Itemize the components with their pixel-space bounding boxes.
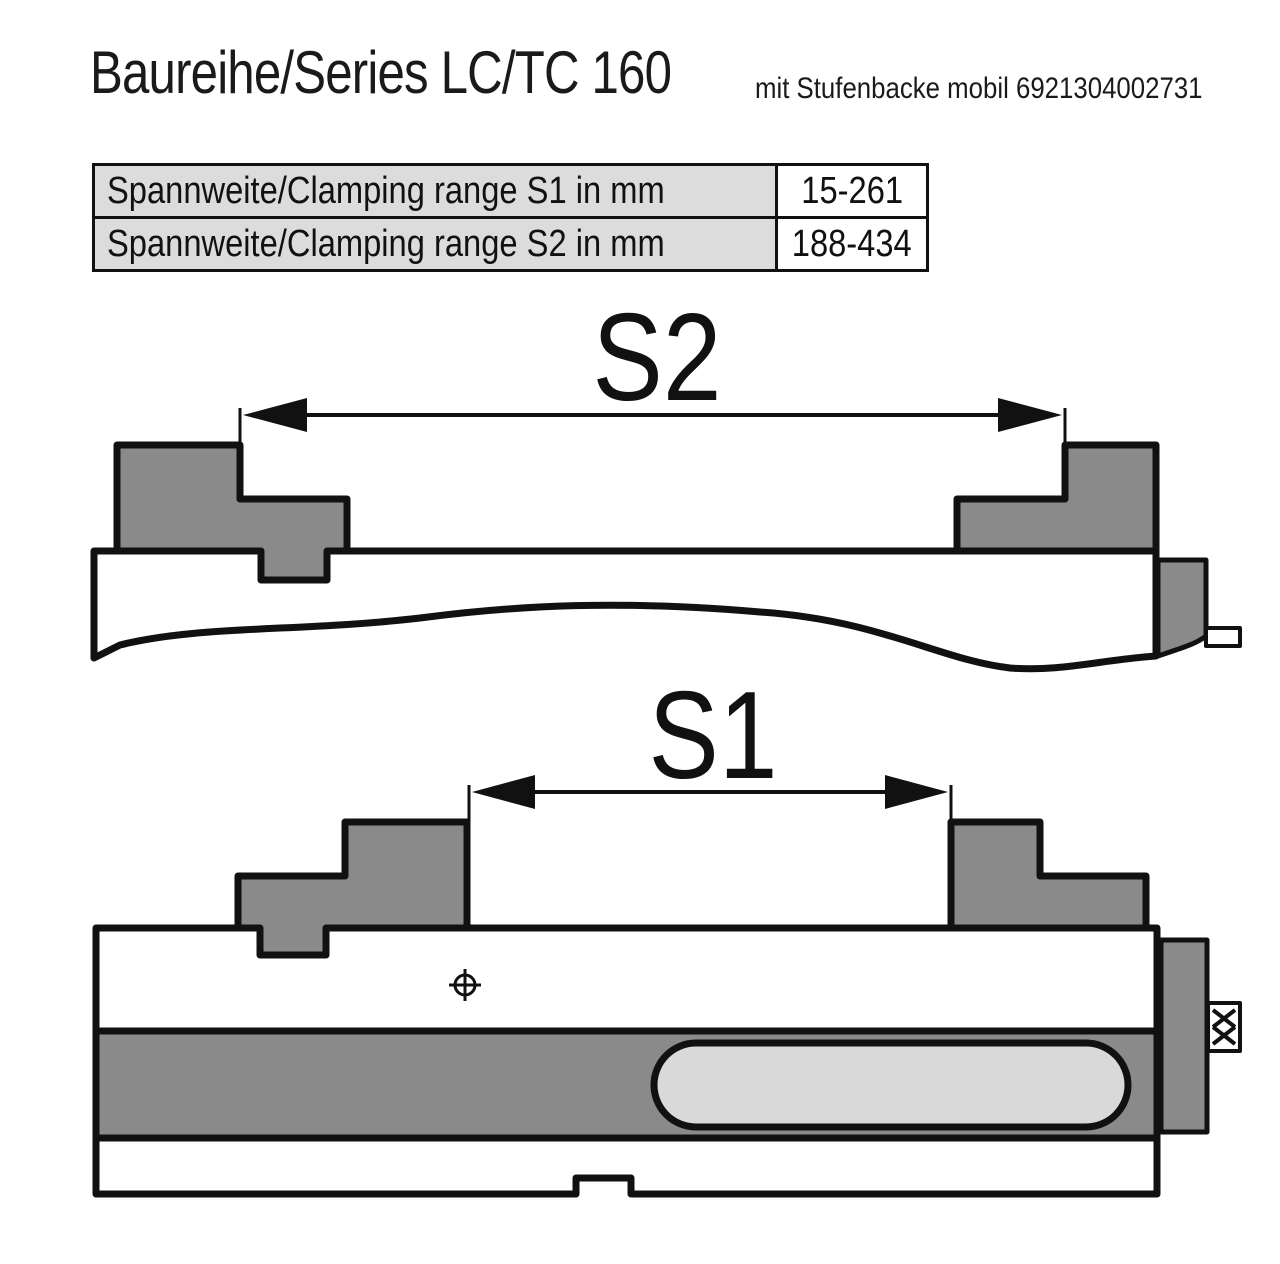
arrow-head-right xyxy=(998,398,1062,432)
bottom-slot xyxy=(650,1039,1132,1131)
table-row: Spannweite/Clamping range S1 in mm 15-26… xyxy=(92,163,929,219)
table-cell-value: 15-261 xyxy=(775,163,929,219)
dimension-label-s1: S1 xyxy=(649,667,778,805)
crosshair-icon xyxy=(449,969,481,1001)
dimension-s2 xyxy=(238,398,1067,445)
top-left-jaw xyxy=(113,441,351,584)
bottom-screw-head xyxy=(1206,1001,1242,1053)
top-right-jaw xyxy=(953,441,1160,555)
table-cell-value: 188-434 xyxy=(775,216,929,272)
arrow-head-right xyxy=(885,775,948,809)
title: Baureihe/Series LC/TC 160 xyxy=(90,38,799,107)
arrow-head-left xyxy=(243,398,307,432)
table-cell-label: Spannweite/Clamping range S2 in mm xyxy=(92,216,778,272)
dimension-s1 xyxy=(467,775,953,822)
title-main: Baureihe/Series LC/TC 160 xyxy=(90,39,672,106)
table-cell-label: Spannweite/Clamping range S1 in mm xyxy=(92,163,778,219)
top-view xyxy=(90,441,1242,673)
title-subtitle: mit Stufenbacke mobil 6921304002731 xyxy=(755,72,1203,105)
arrow-head-left xyxy=(472,775,535,809)
table-row: Spannweite/Clamping range S2 in mm 188-4… xyxy=(92,216,929,272)
top-end-block xyxy=(1155,557,1209,659)
bottom-view xyxy=(92,818,1242,1198)
top-base-body xyxy=(90,547,1160,673)
top-screw-head xyxy=(1204,626,1242,648)
bottom-body-upper xyxy=(92,924,1161,1035)
bottom-body-lower xyxy=(92,1134,1161,1198)
clamping-range-table: Spannweite/Clamping range S1 in mm 15-26… xyxy=(92,163,929,272)
bottom-end-block xyxy=(1158,937,1210,1135)
bottom-left-jaw xyxy=(234,818,471,959)
bottom-right-jaw xyxy=(947,818,1150,932)
dimension-label-s2: S2 xyxy=(593,289,722,427)
